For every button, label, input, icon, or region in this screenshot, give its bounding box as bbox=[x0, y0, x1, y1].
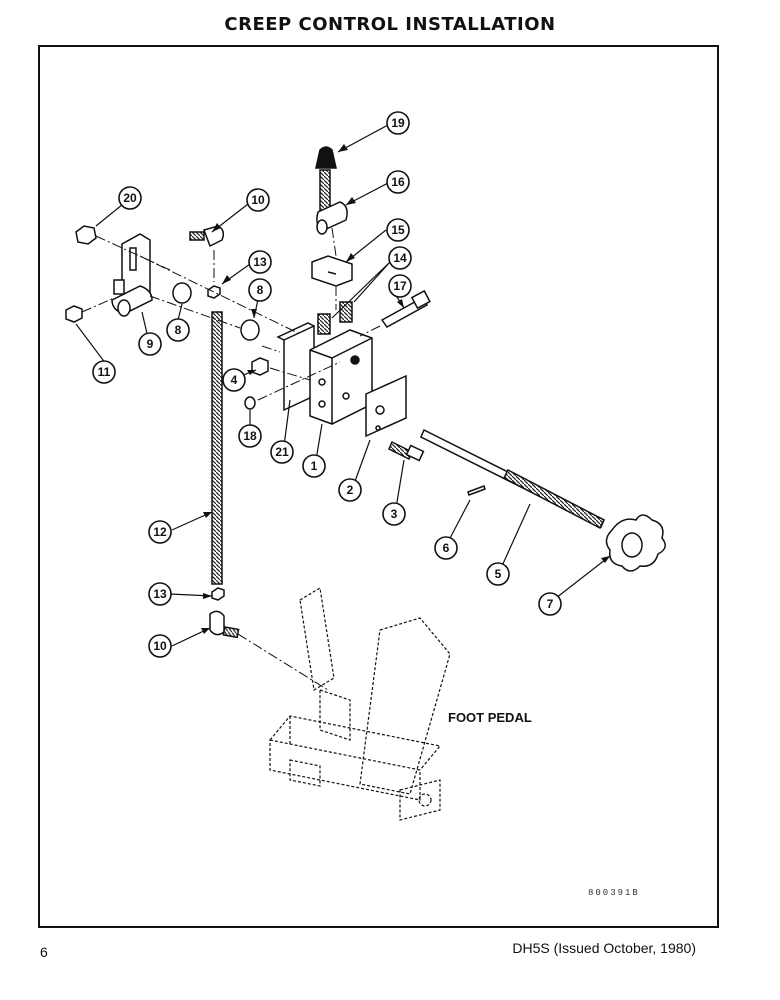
part-knob-19 bbox=[315, 146, 337, 169]
svg-text:8: 8 bbox=[257, 283, 264, 297]
callout-5: 5 bbox=[486, 562, 510, 586]
diagram-frame bbox=[38, 45, 719, 928]
callout-12: 12 bbox=[148, 520, 172, 544]
svg-text:4: 4 bbox=[231, 373, 238, 387]
part-rod-end-10a bbox=[189, 225, 225, 248]
callout-10a: 10 bbox=[246, 188, 270, 212]
svg-text:10: 10 bbox=[153, 639, 167, 653]
callout-15: 15 bbox=[386, 218, 410, 242]
svg-text:17: 17 bbox=[393, 279, 407, 293]
callout-13b: 13 bbox=[148, 582, 172, 606]
part-nut-13b bbox=[211, 587, 225, 601]
callout-18: 18 bbox=[238, 424, 262, 448]
callout-19: 19 bbox=[386, 111, 410, 135]
svg-text:7: 7 bbox=[547, 597, 554, 611]
svg-text:14: 14 bbox=[393, 251, 407, 265]
svg-text:3: 3 bbox=[391, 507, 398, 521]
part-plate-2 bbox=[365, 374, 407, 438]
svg-text:16: 16 bbox=[391, 175, 405, 189]
svg-text:6: 6 bbox=[443, 541, 450, 555]
callout-8a: 8 bbox=[166, 318, 190, 342]
part-spacer-8b bbox=[240, 319, 260, 341]
callout-8b: 8 bbox=[248, 278, 272, 302]
part-nut-4 bbox=[251, 357, 269, 376]
part-rod-12 bbox=[211, 311, 223, 585]
svg-text:13: 13 bbox=[253, 255, 267, 269]
svg-text:11: 11 bbox=[98, 365, 111, 379]
callout-16: 16 bbox=[386, 170, 410, 194]
part-bolt-17 bbox=[380, 289, 431, 328]
callout-4: 4 bbox=[222, 368, 246, 392]
document-reference: DH5S (Issued October, 1980) bbox=[512, 940, 696, 956]
svg-text:21: 21 bbox=[275, 445, 289, 459]
callout-17: 17 bbox=[388, 274, 412, 298]
drawing-code: 800391B bbox=[588, 888, 640, 898]
callout-2: 2 bbox=[338, 478, 362, 502]
callout-13a: 13 bbox=[248, 250, 272, 274]
svg-text:10: 10 bbox=[251, 193, 265, 207]
svg-text:15: 15 bbox=[391, 223, 405, 237]
callout-11: 11 bbox=[92, 360, 116, 384]
part-lever-16 bbox=[316, 169, 348, 235]
svg-text:1: 1 bbox=[311, 459, 318, 473]
svg-text:9: 9 bbox=[147, 337, 154, 351]
callout-21: 21 bbox=[270, 440, 294, 464]
part-washer-18 bbox=[244, 396, 256, 410]
callouts: 19 16 15 14 17 20 10 13 8 8 9 11 4 18 21… bbox=[92, 111, 562, 658]
page-title: CREEP CONTROL INSTALLATION bbox=[224, 14, 556, 35]
callout-arrowheads bbox=[201, 144, 610, 634]
svg-text:12: 12 bbox=[153, 525, 167, 539]
svg-text:5: 5 bbox=[495, 567, 502, 581]
assembly-lines bbox=[81, 227, 381, 691]
svg-text:19: 19 bbox=[391, 116, 405, 130]
part-nut-11 bbox=[65, 305, 83, 323]
callout-14: 14 bbox=[388, 246, 412, 270]
callout-9: 9 bbox=[138, 332, 162, 356]
part-bolt-3 bbox=[388, 440, 425, 462]
svg-text:18: 18 bbox=[243, 429, 257, 443]
svg-text:20: 20 bbox=[123, 191, 137, 205]
part-rod-5 bbox=[420, 428, 606, 530]
svg-text:2: 2 bbox=[347, 483, 354, 497]
part-nut-13a bbox=[207, 285, 221, 299]
callout-6: 6 bbox=[434, 536, 458, 560]
page-number: 6 bbox=[40, 944, 48, 960]
callout-3: 3 bbox=[382, 502, 406, 526]
part-pin-6 bbox=[467, 485, 486, 496]
callout-10b: 10 bbox=[148, 634, 172, 658]
part-spacer-8a bbox=[172, 282, 192, 304]
part-knob-7 bbox=[605, 514, 666, 572]
part-spring-14a bbox=[317, 313, 331, 335]
part-block-15 bbox=[311, 255, 353, 287]
foot-pedal-outline bbox=[269, 587, 451, 821]
svg-text:13: 13 bbox=[153, 587, 167, 601]
callout-1: 1 bbox=[302, 454, 326, 478]
part-bracket-1 bbox=[309, 329, 373, 425]
callout-7: 7 bbox=[538, 592, 562, 616]
part-rod-end-10b bbox=[209, 610, 240, 639]
foot-pedal-label: FOOT PEDAL bbox=[448, 710, 532, 725]
svg-text:8: 8 bbox=[175, 323, 182, 337]
part-nut-20 bbox=[75, 225, 97, 245]
callout-20: 20 bbox=[118, 186, 142, 210]
